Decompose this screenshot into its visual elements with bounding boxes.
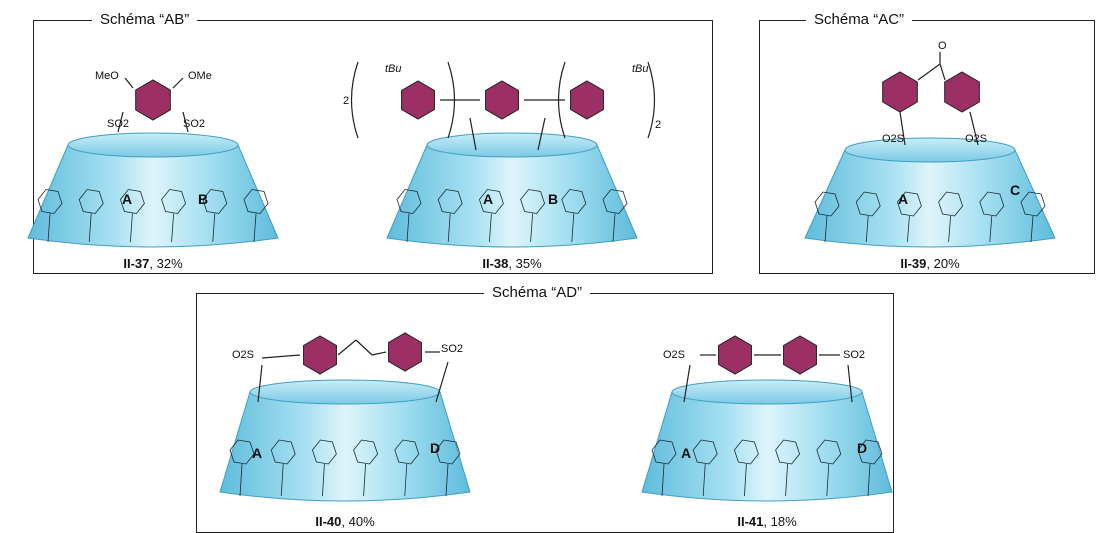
panel-ad-title: Schéma “AD” <box>484 284 591 301</box>
unit-label-39-c: C <box>1010 182 1021 198</box>
cyclodextrin-II-39 <box>804 137 1056 248</box>
cyclodextrin-II-40 <box>219 379 471 502</box>
subst-41-o2s: O2S <box>663 349 686 361</box>
caption-II-41: II-41, 18% <box>737 514 797 529</box>
arene-II-38-center <box>485 80 519 120</box>
arene-II-39-right <box>944 71 980 113</box>
subst-38-tbu-right: tBu <box>632 63 649 75</box>
subst-40-o2s: O2S <box>232 349 255 361</box>
panel-ac-title: Schéma “AC” <box>806 11 913 28</box>
unit-label-41-a: A <box>681 445 692 461</box>
arene-II-38-right <box>570 80 604 120</box>
arene-II-38-left <box>401 80 435 120</box>
caption-II-39: II-39, 20% <box>900 256 960 271</box>
subst-39-o2s-right: O2S <box>965 133 988 145</box>
arene-II-41-right <box>783 335 817 375</box>
unit-label-37-b: B <box>198 191 209 207</box>
cyclodextrin-II-37 <box>27 132 279 248</box>
subst-38-tbu-left: tBu <box>385 63 402 75</box>
unit-label-40-a: A <box>252 445 263 461</box>
unit-label-39-a: A <box>898 191 909 207</box>
panel-ac <box>759 20 1095 274</box>
subst-37-so2-right: SO2 <box>183 118 206 130</box>
subst-38-count-left: 2 <box>343 95 350 107</box>
unit-label-41-d: D <box>857 440 868 456</box>
subst-37-meo: MeO <box>95 70 119 82</box>
cyclodextrin-II-41 <box>641 379 893 502</box>
caption-II-40: II-40, 40% <box>315 514 375 529</box>
arene-II-40-left <box>303 335 337 375</box>
arene-II-40-right <box>388 332 422 372</box>
subst-39-o: O <box>938 40 947 52</box>
arene-II-41-left <box>718 335 752 375</box>
arene-II-39-left <box>882 71 918 113</box>
subst-38-count-right: 2 <box>655 119 662 131</box>
unit-label-38-b: B <box>548 191 559 207</box>
caption-II-37: II-37, 32% <box>123 256 183 271</box>
subst-41-so2: SO2 <box>843 349 866 361</box>
unit-label-37-a: A <box>122 191 133 207</box>
cyclodextrin-II-38 <box>386 132 638 248</box>
subst-37-so2-left: SO2 <box>107 118 130 130</box>
unit-label-38-a: A <box>483 191 494 207</box>
subst-40-so2: SO2 <box>441 343 464 355</box>
panel-ab-title: Schéma “AB” <box>92 11 198 28</box>
unit-label-40-d: D <box>430 440 441 456</box>
caption-II-38: II-38, 35% <box>482 256 542 271</box>
subst-37-ome: OMe <box>188 70 212 82</box>
arene-II-37 <box>135 79 171 121</box>
panel-ab <box>33 20 713 274</box>
subst-39-o2s-left: O2S <box>882 133 905 145</box>
